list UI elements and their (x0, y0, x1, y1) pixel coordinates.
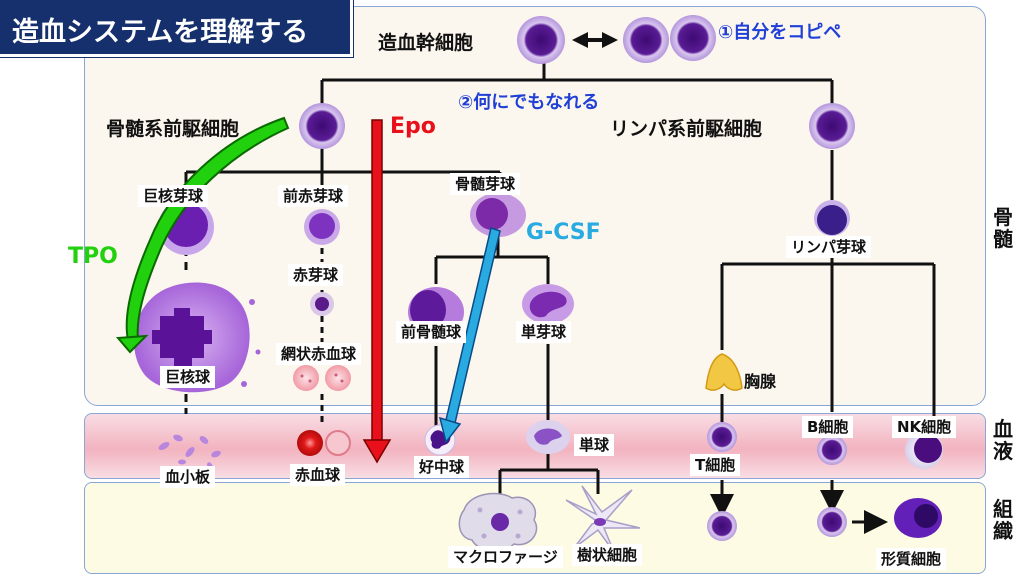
tissue-label: 組織 (993, 497, 1013, 543)
platelet-label: 血小板 (160, 466, 216, 488)
macrophage-label: マクロファージ (448, 546, 563, 568)
gcsf-label: G-CSF (526, 220, 601, 245)
lymphoblast-cell (814, 200, 850, 236)
epo-label: Epo (390, 114, 436, 139)
lineage-lines (184, 62, 936, 534)
epo-arrow (362, 119, 392, 464)
myeloblast-cell (470, 193, 526, 237)
self-copy-note: ①自分をコピペ (718, 22, 842, 43)
monoblast-cell (522, 284, 574, 324)
hsc-label: 造血幹細胞 (378, 32, 474, 54)
erythroblast-cell (310, 292, 334, 316)
plasma-cell (894, 498, 942, 538)
rbc-label: 赤血球 (290, 464, 346, 486)
hsc-cell (517, 16, 565, 64)
t-cell (707, 422, 737, 452)
lymphoblast-label: リンパ芽球 (786, 236, 872, 258)
tpo-label: TPO (68, 244, 118, 269)
monocyte-cell (526, 420, 570, 454)
proerythroblast-cell (304, 209, 340, 245)
monocyte-label: 単球 (574, 434, 615, 456)
promyelocyte-label: 前骨髄球 (396, 321, 467, 343)
myeloblast-label: 骨髄芽球 (450, 173, 521, 195)
megakaryoblast-label: 巨核芽球 (138, 185, 209, 207)
dendritic-cell (565, 485, 641, 553)
nk-cell-label: NK細胞 (892, 416, 957, 438)
myeloid-progenitor-label: 骨髄系前駆細胞 (106, 118, 240, 140)
lymphoid-progenitor-label: リンパ系前駆細胞 (610, 118, 763, 140)
neutrophil-label: 好中球 (414, 456, 470, 478)
t-cell-label: T細胞 (690, 454, 741, 476)
reticulocyte-cells (293, 365, 351, 391)
thymus-icon (705, 353, 743, 391)
page-title: 造血システムを理解する (12, 17, 309, 48)
myeloid-progenitor-cell (299, 103, 345, 149)
self-renewal-arrow (572, 32, 618, 48)
dendritic-label: 樹状細胞 (572, 544, 643, 566)
nk-cell (905, 431, 943, 469)
title-banner: 造血システムを理解する (0, 0, 353, 57)
tissue-b-cell (817, 507, 847, 537)
megakaryocyte-cell (129, 282, 261, 393)
differentiate-note: ②何にでもなれる (458, 92, 600, 113)
plasma-cell-label: 形質細胞 (876, 548, 947, 570)
b-cell (817, 435, 847, 465)
tissue-t-cell (707, 511, 737, 541)
erythroblast-label: 赤芽球 (288, 264, 344, 286)
proerythroblast-label: 前赤芽球 (278, 185, 349, 207)
gcsf-arrow (438, 227, 501, 444)
lymphoid-progenitor-cell (809, 103, 855, 149)
hsc-copy-cells (623, 15, 716, 63)
b-cell-label: B細胞 (802, 416, 854, 438)
blood-label: 血液 (993, 417, 1013, 463)
rbc-cells (297, 430, 351, 456)
megakaryocyte-label: 巨核球 (160, 366, 216, 388)
thymus-label: 胸腺 (744, 372, 777, 391)
bone-marrow-label: 骨髄 (993, 205, 1013, 251)
macrophage-cell (458, 492, 538, 552)
monoblast-label: 単芽球 (516, 321, 572, 343)
reticulocyte-label: 網状赤血球 (276, 343, 362, 365)
